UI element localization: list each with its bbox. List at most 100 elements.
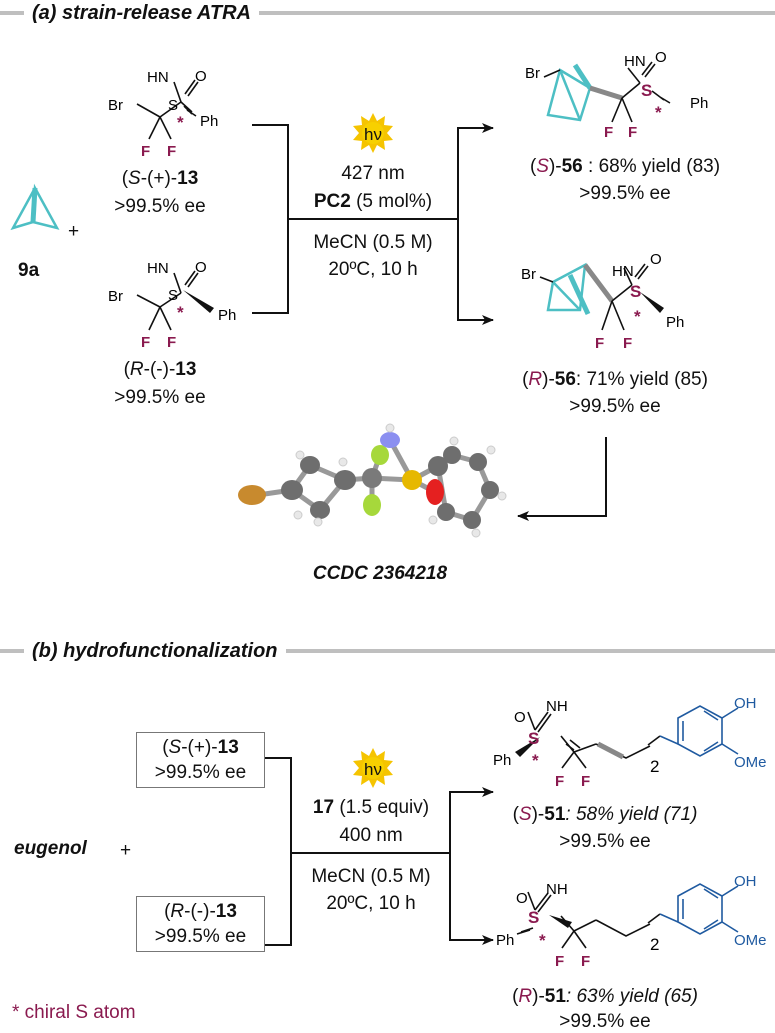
hv-label: hν — [364, 760, 382, 779]
compound-number: 51 — [544, 986, 566, 1007]
sulfoximine-r13-box: (R-(-)-13 >99.5% ee — [136, 896, 265, 952]
header-rule-left — [0, 11, 24, 15]
hn-label: HN — [147, 260, 169, 277]
bromine-label: Br — [525, 65, 540, 82]
section-a-header: (a) strain-release ATRA — [0, 2, 775, 24]
compound-number: 13 — [175, 359, 197, 380]
solvent-label: MeCN (0.5 M) — [313, 232, 433, 253]
sulfoximine-r13-caption: (R-(-)-13 — [164, 901, 237, 922]
fluorine-label: F — [141, 334, 150, 351]
methoxy-label: OMe — [734, 932, 767, 949]
compound-number: 13 — [177, 168, 199, 189]
oxygen-label: O — [650, 251, 662, 268]
chiral-star: * — [539, 931, 546, 950]
fluorine-label: F — [167, 143, 176, 160]
phenyl-label: Ph — [493, 752, 511, 769]
sun-icon-b — [353, 748, 393, 788]
eugenol-label: eugenol — [14, 838, 87, 859]
sulfur-label: S — [630, 282, 641, 301]
oxygen-label: O — [655, 49, 667, 66]
oxygen-label: O — [195, 68, 207, 85]
yield-label: : 71% yield (85) — [575, 369, 708, 390]
bromine-label: Br — [521, 266, 536, 283]
product-s56-structure — [543, 61, 671, 123]
sign-label: -(+)- — [181, 737, 218, 758]
product-r56-ee: >99.5% ee — [569, 396, 661, 417]
plus-sign: + — [68, 221, 80, 242]
config-label: S — [518, 804, 532, 825]
chiral-footnote: * chiral S atom — [12, 1002, 136, 1023]
config-label: R — [528, 369, 543, 390]
fluorine-label: F — [167, 334, 176, 351]
sulfoximine-s13-structure — [136, 79, 199, 140]
oxygen-label: O — [514, 709, 526, 726]
hydroxyl-label: OH — [734, 695, 757, 712]
product-r56-caption: (R)-56: 71% yield (85) — [522, 369, 708, 390]
yield-label: : 58% yield (71) — [565, 804, 698, 825]
reagent-label: 17 (1.5 equiv) — [291, 797, 451, 819]
config-label: S — [168, 737, 182, 758]
sulfoximine-s13-box: (S-(+)-13 >99.5% ee — [136, 732, 265, 788]
hydroxyl-label: OH — [734, 873, 757, 890]
sulfoximine-r13-ee: >99.5% ee — [154, 926, 247, 947]
nh-label: NH — [546, 698, 568, 715]
sulfoximine-s13-caption: (S-(+)-13 — [162, 737, 239, 758]
wavelength-label: 427 nm — [341, 163, 405, 184]
product-s51-caption: (S)-51: 58% yield (71) — [512, 804, 698, 825]
oxygen-label: O — [516, 890, 528, 907]
product-s56-ee: >99.5% ee — [579, 183, 671, 204]
reactant-9a-label: 9a — [18, 260, 40, 281]
fluorine-label: F — [581, 953, 590, 970]
crystal-structure-image — [238, 423, 507, 538]
compound-number: 13 — [217, 737, 239, 758]
product-s56-caption: (S)-56 : 68% yield (83) — [529, 156, 721, 177]
hn-label: HN — [624, 53, 646, 70]
catalyst-name: PC2 — [313, 191, 351, 212]
chiral-star: * — [655, 103, 662, 122]
wavelength-label: 400 nm — [339, 825, 403, 846]
compound-number: 13 — [215, 901, 237, 922]
bromine-label: Br — [108, 97, 123, 114]
solvent-label: MeCN (0.5 M) — [311, 866, 431, 887]
conditions-label: 20ºC, 10 h — [326, 893, 416, 914]
atom-labels: Br HN O S Ph * F F Br HN O S Ph * F F Br… — [108, 49, 767, 970]
phenol-ring-r51 — [659, 883, 739, 935]
bromine-label: Br — [108, 288, 123, 305]
methoxy-label: OMe — [734, 754, 767, 771]
section-b-title: (b) hydrofunctionalization — [32, 639, 278, 662]
chiral-star: * — [177, 113, 184, 132]
fluorine-label: F — [623, 335, 632, 352]
section-b-reaction-lines — [265, 757, 494, 946]
sulfur-label: S — [528, 908, 539, 927]
repeat-subscript: 2 — [650, 757, 659, 776]
hv-label: hν — [364, 125, 382, 144]
config-label: R — [129, 359, 144, 380]
alkyl-chain-bold — [596, 741, 625, 760]
config-label: R — [170, 901, 185, 922]
yield-label: : 68% yield (83) — [582, 156, 721, 177]
oxygen-label: O — [195, 259, 207, 276]
sulfoximine-s13-ee: >99.5% ee — [114, 196, 206, 217]
sulfoximine-s13-caption: (S-(+)-13 — [121, 168, 199, 189]
yield-label: : 63% yield (65) — [565, 986, 698, 1007]
plus-sign: + — [120, 840, 132, 861]
phenyl-label: Ph — [496, 932, 514, 949]
chiral-star: * — [532, 751, 539, 770]
sulfur-label: S — [168, 97, 178, 114]
catalyst-label: PC2 (5 mol%) — [288, 191, 458, 213]
section-a-reaction-lines — [252, 123, 607, 521]
product-r51-caption: (R)-51: 63% yield (65) — [512, 986, 698, 1007]
reagent-equiv: (1.5 equiv) — [334, 797, 430, 818]
sulfur-label: S — [528, 729, 539, 748]
compound-number: 51 — [544, 804, 566, 825]
sulfoximine-r13-ee: >99.5% ee — [114, 387, 206, 408]
section-a-title: (a) strain-release ATRA — [32, 1, 251, 24]
compound-number: 56 — [554, 369, 576, 390]
catalyst-loading: (5 mol%) — [350, 191, 433, 212]
repeat-subscript: 2 — [650, 935, 659, 954]
product-s51-structure — [527, 711, 661, 769]
sign-label: -(-)- — [143, 359, 176, 380]
fluorine-label: F — [555, 773, 564, 790]
sulfoximine-s13-ee: >99.5% ee — [154, 762, 247, 783]
fluorine-label: F — [555, 953, 564, 970]
